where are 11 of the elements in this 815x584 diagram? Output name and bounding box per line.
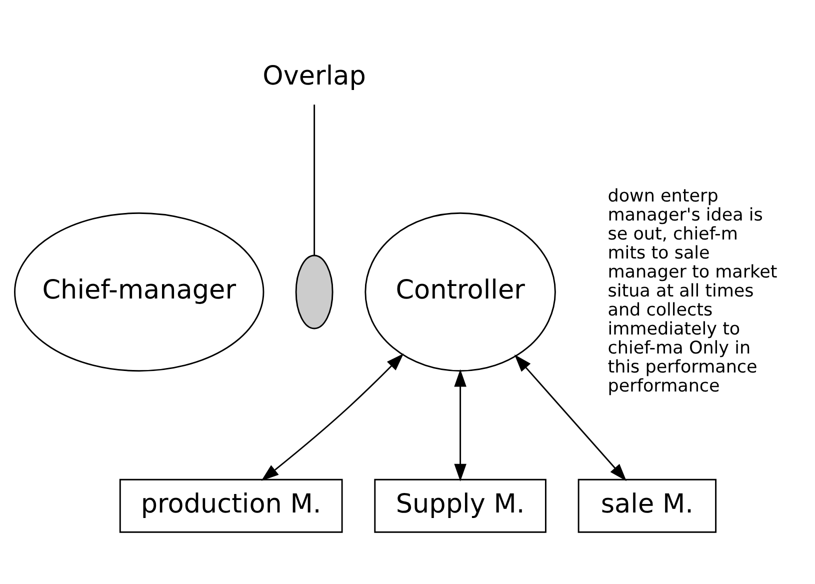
node-box: sale M. xyxy=(578,478,717,533)
label: down enterp manager's idea is se out, chief-m mits to sale manager to market situa at all times and collects immediately to chief-ma Only in this performance performance xyxy=(608,186,778,396)
connector xyxy=(314,104,316,256)
node-box: Supply M. xyxy=(374,478,546,533)
node-lens xyxy=(295,254,334,330)
arrow xyxy=(454,369,466,482)
node-box: production M. xyxy=(119,478,343,533)
node-ellipse: Chief-manager xyxy=(14,212,264,372)
arrow xyxy=(514,354,627,482)
node-text: Overlap xyxy=(262,62,366,92)
arrow xyxy=(261,354,404,481)
